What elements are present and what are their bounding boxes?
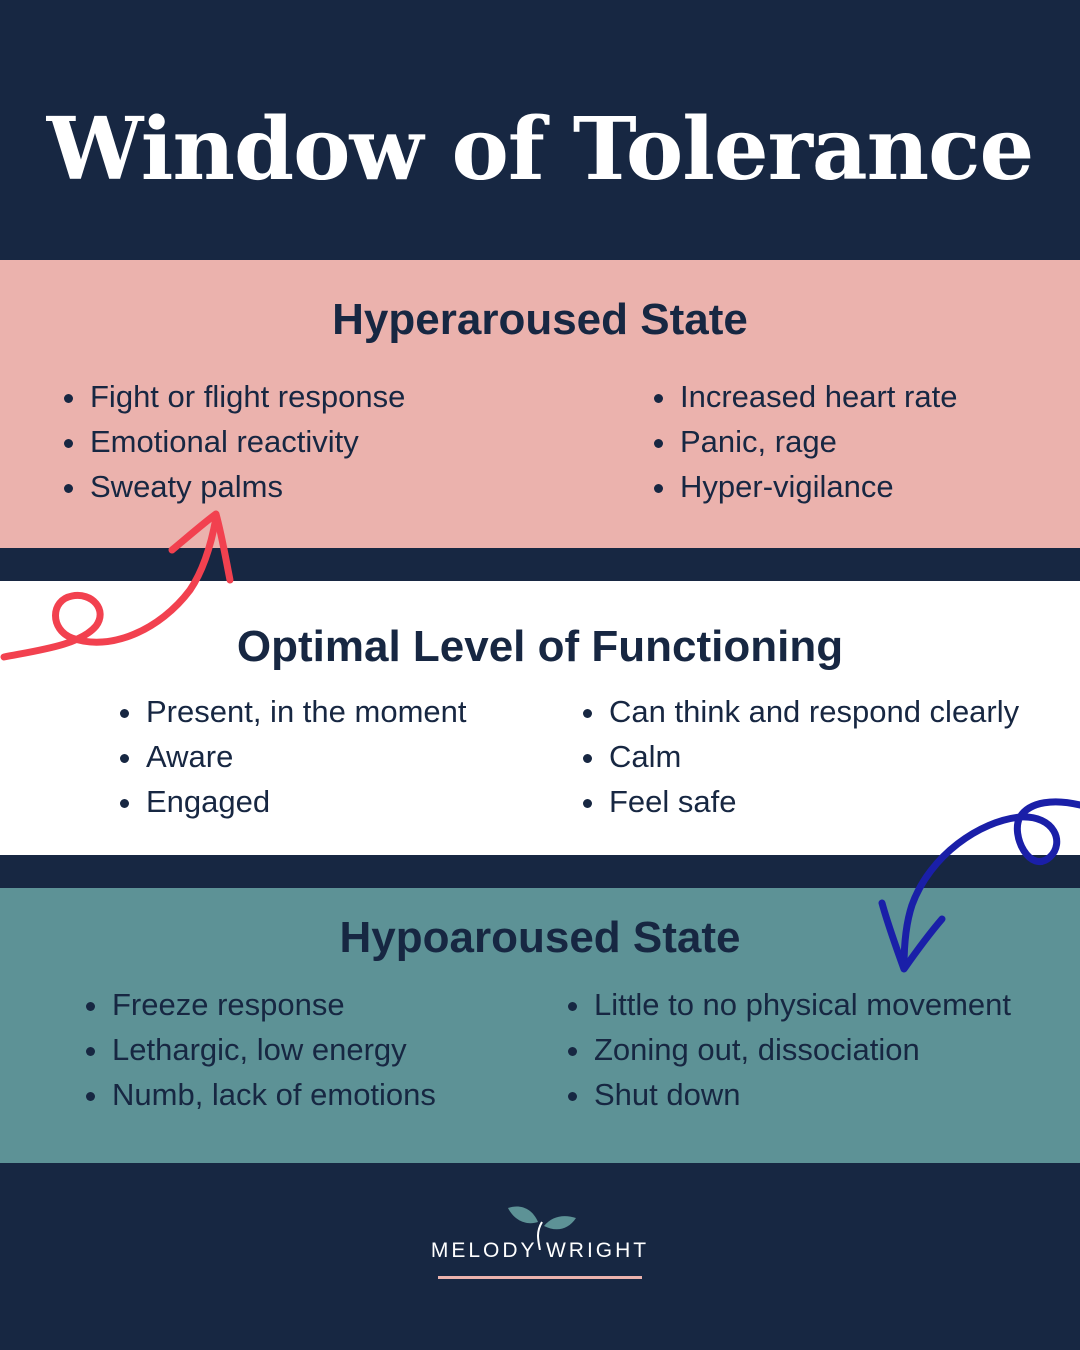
list-item: Increased heart rate	[652, 374, 957, 419]
list-item: Sweaty palms	[62, 464, 405, 509]
hypoaroused-panel: Hypoaroused State Freeze response Lethar…	[0, 888, 1080, 1163]
list-item: Hyper-vigilance	[652, 464, 957, 509]
list-item: Feel safe	[581, 779, 1019, 824]
hypoaroused-right-list: Little to no physical movement Zoning ou…	[566, 982, 1011, 1117]
list-item: Zoning out, dissociation	[566, 1027, 1011, 1072]
list-item: Freeze response	[84, 982, 436, 1027]
page-title: Window of Tolerance	[46, 99, 1035, 200]
list-item: Present, in the moment	[118, 689, 467, 734]
hypoaroused-heading: Hypoaroused State	[339, 913, 741, 962]
list-item: Little to no physical movement	[566, 982, 1011, 1027]
logo-wordmark: MELODY WRIGHT	[430, 1239, 650, 1262]
list-item: Emotional reactivity	[62, 419, 405, 464]
optimal-right-list: Can think and respond clearly Calm Feel …	[581, 689, 1019, 824]
list-item: Panic, rage	[652, 419, 957, 464]
optimal-heading: Optimal Level of Functioning	[236, 622, 844, 671]
logo-underline	[438, 1276, 642, 1279]
hyperaroused-heading: Hyperaroused State	[332, 295, 748, 344]
hypoaroused-left-list: Freeze response Lethargic, low energy Nu…	[84, 982, 436, 1117]
list-item: Shut down	[566, 1072, 1011, 1117]
list-item: Lethargic, low energy	[84, 1027, 436, 1072]
list-item: Numb, lack of emotions	[84, 1072, 436, 1117]
list-item: Engaged	[118, 779, 467, 824]
curly-arrow-down-icon	[878, 798, 1080, 973]
optimal-panel: Optimal Level of Functioning Present, in…	[0, 581, 1080, 855]
leaf-sprout-icon	[508, 1206, 576, 1250]
hyperaroused-right-list: Increased heart rate Panic, rage Hyper-v…	[652, 374, 957, 509]
list-item: Aware	[118, 734, 467, 779]
list-item: Can think and respond clearly	[581, 689, 1019, 734]
optimal-left-list: Present, in the moment Aware Engaged	[118, 689, 467, 824]
list-item: Fight or flight response	[62, 374, 405, 419]
hyperaroused-left-list: Fight or flight response Emotional react…	[62, 374, 405, 509]
curly-arrow-up-icon	[0, 510, 234, 661]
hyperaroused-panel: Hyperaroused State Fight or flight respo…	[0, 260, 1080, 548]
brand-logo: MELODY WRIGHT	[390, 1200, 690, 1290]
list-item: Calm	[581, 734, 1019, 779]
